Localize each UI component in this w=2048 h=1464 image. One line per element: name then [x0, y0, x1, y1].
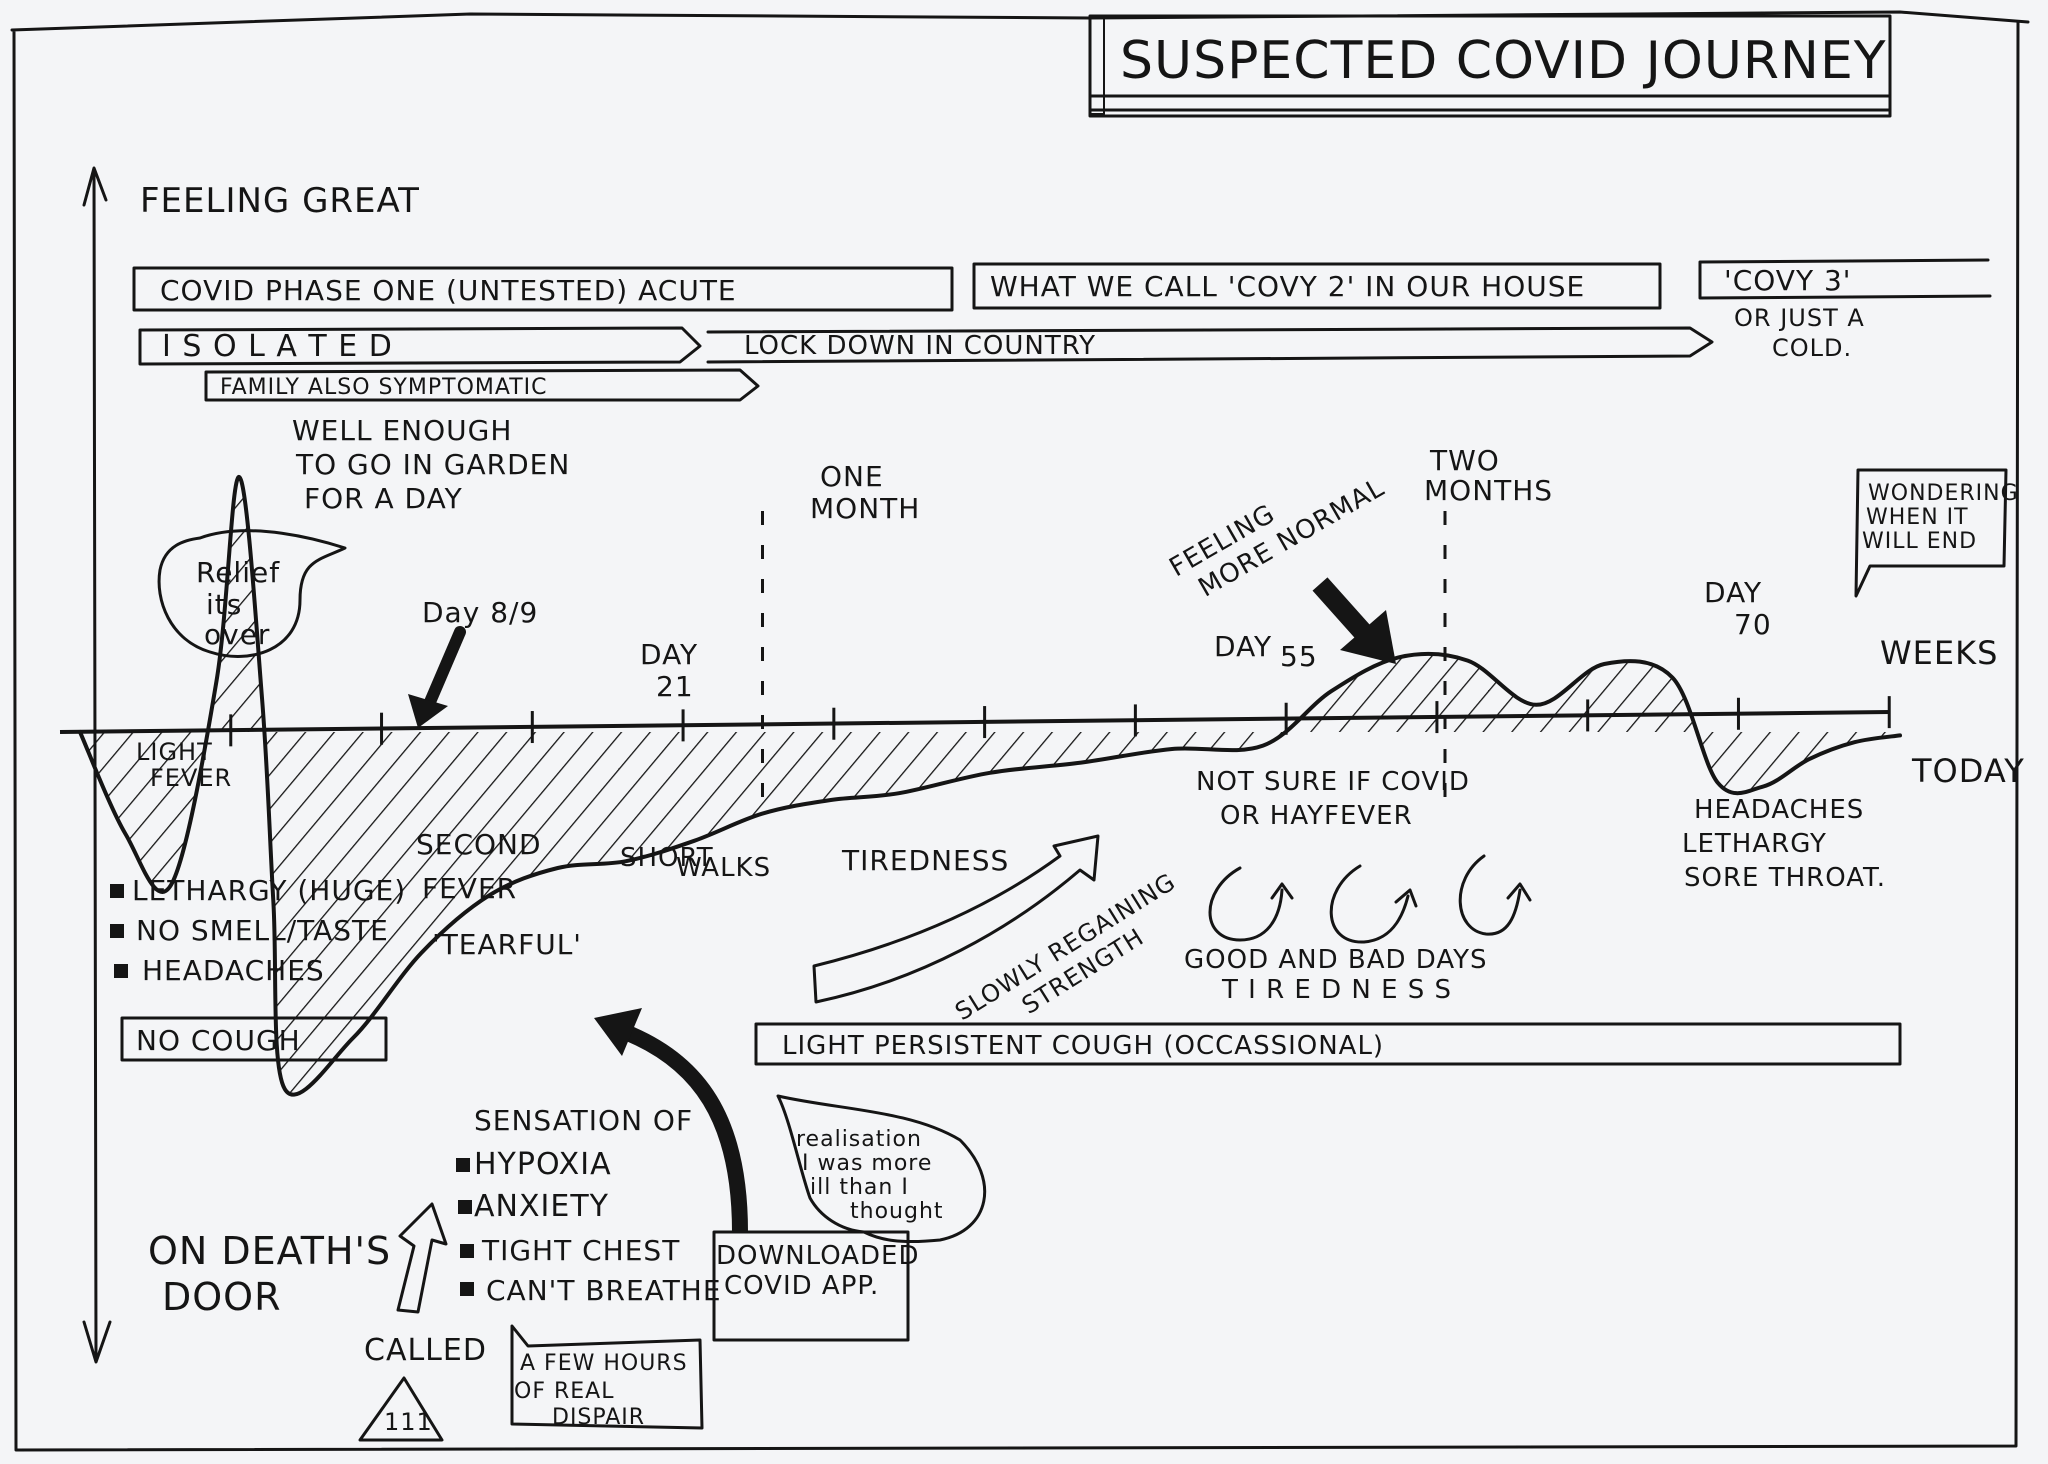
- status-arrow-family: FAMILY ALSO SYMPTOMATIC: [204, 368, 760, 402]
- status-arrow-lockdown: LOCK DOWN IN COUNTRY: [706, 326, 1714, 364]
- realisation-speech-bubble: realisation I was more ill than I though…: [776, 1094, 987, 1244]
- phase-bar-3: 'COVY 3' OR JUST A COLD.: [1698, 258, 1992, 362]
- arrow-down-right-icon: [1312, 577, 1378, 647]
- phase-bar-2: WHAT WE CALL 'COVY 2' IN OUR HOUSE: [972, 262, 1662, 310]
- svg-text:realisation I was more: realisation I was more ill than I though…: [796, 1127, 944, 1224]
- cycle-arrow-icon: [1329, 864, 1410, 944]
- checkbox-checked-icon: [460, 1282, 474, 1296]
- checkbox-checked-icon: [114, 964, 128, 978]
- feeling-normal-arrow: [1312, 577, 1396, 664]
- second-fever-label: SECOND FEVER: [416, 828, 551, 905]
- x-axis-label: WEEKS: [1880, 634, 1998, 672]
- sensation-label: SENSATION OF: [474, 1104, 693, 1137]
- checkbox-checked-icon: [110, 924, 124, 938]
- x-axis-baseline: [59, 710, 1891, 734]
- checkbox-checked-icon: [456, 1158, 470, 1172]
- acute-symptom-list: HYPOXIA ANXIETY TIGHT CHEST CAN'T BREATH…: [456, 1147, 722, 1307]
- today-label: TODAY: [1911, 752, 2025, 790]
- svg-text:CAN'T BREATHE: CAN'T BREATHE: [486, 1274, 722, 1307]
- svg-text:WONDERING WHEN IT: WONDERING WHEN IT WILL END: [1862, 481, 2027, 554]
- cycle-icons: [1208, 854, 1532, 944]
- symptom-item: HYPOXIA: [456, 1147, 612, 1182]
- svg-text:FAMILY ALSO SYMPTOMATIC: FAMILY ALSO SYMPTOMATIC: [220, 375, 548, 400]
- svg-text:NO SMELL/TASTE: NO SMELL/TASTE: [136, 914, 389, 947]
- feeling-chart: [59, 474, 1902, 1097]
- symptom-item: LETHARGY (HUGE): [110, 874, 406, 907]
- svg-text:CALLED: CALLED: [364, 1333, 487, 1368]
- y-axis-top-label: FEELING GREAT: [140, 181, 420, 221]
- svg-text:TIGHT CHEST: TIGHT CHEST: [481, 1234, 680, 1267]
- svg-text:I S O L A T E D: I S O L A T E D: [162, 329, 393, 364]
- axis-arrow-up-icon: [82, 166, 108, 207]
- warning-triangle-icon: [358, 1376, 444, 1442]
- light-fever-label: LIGHT FEVER: [136, 738, 232, 792]
- phase-bar-1: COVID PHASE ONE (UNTESTED) ACUTE: [132, 266, 954, 312]
- downloaded-app-box: DOWNLOADED COVID APP.: [594, 1008, 929, 1342]
- one-month-label: ONE MONTH: [810, 460, 920, 525]
- svg-text:ANXIETY: ANXIETY: [474, 1189, 609, 1224]
- svg-text:111: 111: [384, 1408, 433, 1436]
- svg-text:COVID PHASE ONE (UNTESTED) ACU: COVID PHASE ONE (UNTESTED) ACUTE: [160, 274, 737, 307]
- late-symptoms-label: HEADACHES LETHARGY SORE THROAT.: [1682, 795, 1886, 893]
- checkbox-checked-icon: [460, 1244, 474, 1258]
- svg-text:A FEW HOURS OF REAL: A FEW HOURS OF REAL DISPAIR: [514, 1351, 696, 1430]
- two-months-label: TWO MONTHS: [1424, 444, 1553, 507]
- curved-arrow-icon: [617, 1022, 748, 1233]
- persistent-cough-box: LIGHT PERSISTENT COUGH (OCCASSIONAL): [754, 1022, 1902, 1066]
- despair-speech-bubble: A FEW HOURS OF REAL DISPAIR: [510, 1324, 704, 1430]
- svg-text:NO COUGH: NO COUGH: [136, 1024, 301, 1057]
- relief-speech-bubble: Relief its over: [157, 529, 347, 658]
- short-walks-label: SHORT WALKS: [620, 843, 771, 883]
- checkbox-checked-icon: [458, 1200, 472, 1214]
- no-cough-box: NO COUGH: [120, 1016, 388, 1062]
- axis-arrow-down-icon: [82, 1320, 112, 1364]
- title-box: SUSPECTED COVID JOURNEY: [1088, 14, 1892, 118]
- garden-annotation: WELL ENOUGH TO GO IN GARDEN FOR A DAY: [292, 414, 580, 515]
- arrow-up-icon: [396, 1202, 448, 1314]
- svg-text:LETHARGY (HUGE): LETHARGY (HUGE): [132, 874, 406, 907]
- arrow-up-right-icon: [812, 834, 1100, 1004]
- called-111: CALLED 111: [358, 1202, 487, 1442]
- svg-text:Day 8/9: Day 8/9: [422, 596, 538, 629]
- feeling-curve-line: [78, 474, 1902, 1097]
- covy3-note: OR JUST A COLD.: [1734, 304, 1873, 362]
- svg-text:WHAT WE CALL 'COVY 2' IN OUR H: WHAT WE CALL 'COVY 2' IN OUR HOUSE: [990, 270, 1585, 303]
- symptom-item: HEADACHES: [114, 954, 325, 987]
- symptom-item: NO SMELL/TASTE: [110, 914, 389, 947]
- symptom-item: TIGHT CHEST: [460, 1234, 680, 1267]
- day55-label: DAY 55: [1214, 630, 1318, 673]
- day21-label: DAY 21: [640, 638, 708, 703]
- tiredness-label: TIREDNESS: [841, 844, 1009, 877]
- symptom-item: ANXIETY: [458, 1189, 609, 1224]
- tiredness-2-label: T I R E D N E S S: [1221, 975, 1452, 1005]
- y-axis-bottom-label: ON DEATH'S DOOR: [148, 1229, 404, 1319]
- symptom-item: CAN'T BREATHE: [460, 1274, 722, 1307]
- tearful-label: 'TEARFUL': [432, 928, 582, 961]
- good-bad-days-label: GOOD AND BAD DAYS: [1184, 945, 1488, 975]
- svg-text:HEADACHES: HEADACHES: [142, 954, 325, 987]
- svg-text:LIGHT PERSISTENT COUGH (OC: LIGHT PERSISTENT COUGH (OCCASSIONAL): [782, 1031, 1384, 1061]
- status-arrow-isolated: I S O L A T E D: [138, 326, 702, 366]
- not-sure-label: NOT SURE IF COVID OR HAYFEVER: [1196, 767, 1479, 831]
- feeling-area-hatch: [80, 476, 1900, 1095]
- page-title: SUSPECTED COVID JOURNEY: [1120, 31, 1887, 91]
- early-symptom-list: LETHARGY (HUGE) NO SMELL/TASTE HEADACHES: [110, 874, 406, 987]
- day70-label: DAY 70: [1704, 576, 1772, 641]
- svg-text:'COVY 3': 'COVY 3': [1724, 264, 1851, 297]
- day89-marker: Day 8/9: [408, 596, 538, 728]
- svg-text:HYPOXIA: HYPOXIA: [474, 1147, 612, 1182]
- svg-text:DOWNLOADED COVID APP.: DOWNLOADED COVID APP.: [716, 1241, 929, 1301]
- cycle-arrow-icon: [1458, 854, 1522, 936]
- svg-text:LOCK DOWN IN COUNTRY: LOCK DOWN IN COUNTRY: [744, 331, 1096, 361]
- cycle-arrow-icon: [1208, 866, 1284, 942]
- checkbox-checked-icon: [110, 884, 124, 898]
- wondering-speech-bubble: WONDERING WHEN IT WILL END: [1854, 468, 2027, 598]
- svg-text:Relief its over: Relief its over: [196, 556, 290, 651]
